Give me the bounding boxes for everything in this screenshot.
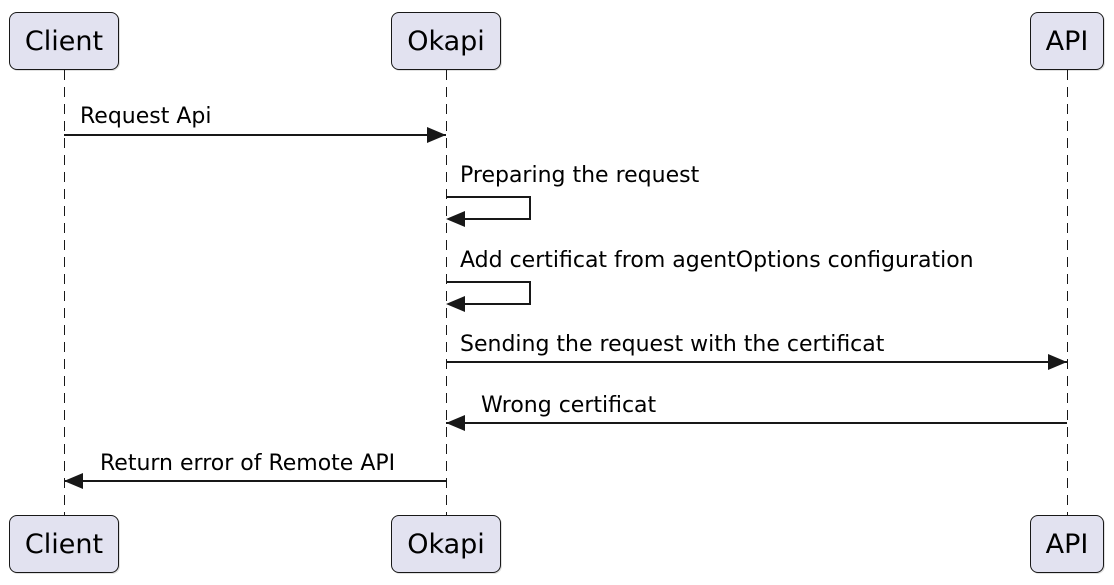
lifeline-okapi bbox=[446, 70, 447, 515]
selfloop-top-1 bbox=[446, 196, 531, 198]
message-line-5 bbox=[64, 480, 446, 482]
participant-box-bottom-api: API bbox=[1030, 515, 1104, 573]
arrowhead-left-icon bbox=[446, 211, 465, 227]
message-line-3 bbox=[446, 361, 1067, 363]
participant-box-top-okapi: Okapi bbox=[391, 12, 501, 70]
lifeline-api bbox=[1067, 70, 1068, 515]
selfloop-bottom-1 bbox=[461, 218, 531, 220]
participant-box-bottom-okapi: Okapi bbox=[391, 515, 501, 573]
message-label-3: Sending the request with the certificat bbox=[460, 332, 885, 357]
message-line-0 bbox=[64, 134, 446, 136]
selfloop-right-1 bbox=[529, 196, 531, 220]
message-label-0: Request Api bbox=[80, 104, 212, 129]
arrowhead-right-icon bbox=[1048, 354, 1067, 370]
message-line-4 bbox=[446, 422, 1067, 424]
selfloop-top-2 bbox=[446, 281, 531, 283]
arrowhead-left-icon bbox=[446, 415, 465, 431]
message-label-2: Add certificat from agentOptions configu… bbox=[460, 248, 974, 273]
message-label-1: Preparing the request bbox=[460, 163, 700, 188]
arrowhead-left-icon bbox=[446, 296, 465, 312]
message-label-5: Return error of Remote API bbox=[100, 451, 396, 476]
participant-box-bottom-client: Client bbox=[9, 515, 119, 573]
message-label-4: Wrong certificat bbox=[481, 393, 657, 418]
selfloop-right-2 bbox=[529, 281, 531, 305]
arrowhead-left-icon bbox=[64, 473, 83, 489]
selfloop-bottom-2 bbox=[461, 303, 531, 305]
lifeline-client bbox=[64, 70, 65, 515]
arrowhead-right-icon bbox=[427, 127, 446, 143]
participant-box-top-api: API bbox=[1030, 12, 1104, 70]
participant-box-top-client: Client bbox=[9, 12, 119, 70]
